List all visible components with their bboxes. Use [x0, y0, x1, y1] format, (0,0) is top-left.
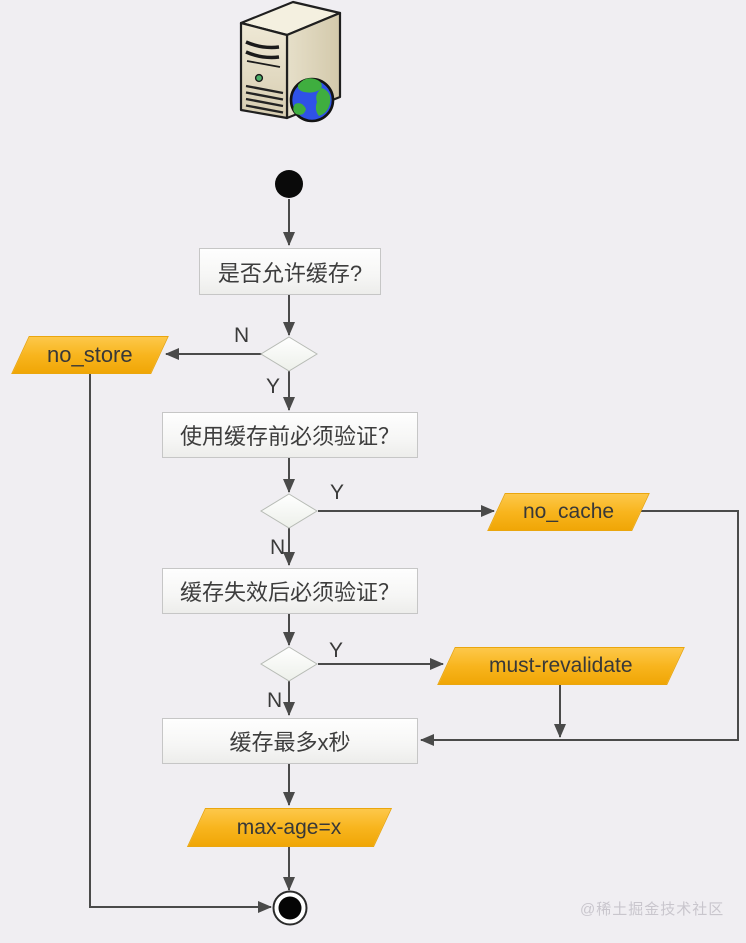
directive-label: no_store	[47, 342, 133, 367]
branch-label-validate-before-yes: Y	[330, 481, 345, 504]
directive-max-age: max-age=x	[186, 808, 393, 847]
decision-diamond-allow-cache	[260, 336, 318, 372]
directive-no-cache: no_cache	[487, 493, 650, 531]
question-label: 使用缓存前必须验证？	[179, 424, 400, 449]
decision-diamond-validate-after	[260, 646, 318, 682]
branch-label-allow-cache-no: N	[234, 324, 250, 347]
directive-label: max-age=x	[237, 815, 342, 839]
web-server-icon	[239, 0, 342, 123]
question-box-cache-max-seconds: 缓存最多x秒	[162, 718, 418, 764]
start-node	[275, 170, 303, 198]
question-box-validate-before-use: 使用缓存前必须验证？	[162, 412, 418, 458]
directive-no-store: no_store	[11, 336, 169, 374]
question-label: 缓存失效后必须验证？	[179, 580, 400, 605]
end-node	[272, 890, 308, 926]
directive-label: must-revalidate	[489, 654, 633, 677]
question-box-validate-after-expire: 缓存失效后必须验证？	[162, 568, 418, 614]
edge-no-store-to-end	[89, 374, 272, 913]
directive-label: no_cache	[522, 500, 615, 523]
directive-must-revalidate: must-revalidate	[437, 647, 685, 685]
branch-label-validate-after-yes: Y	[329, 639, 344, 662]
question-box-allow-cache: 是否允许缓存?	[199, 248, 381, 295]
watermark: @稀土掘金技术社区	[580, 901, 725, 918]
decision-diamond-validate-before	[260, 493, 318, 529]
question-label: 缓存最多x秒	[229, 730, 351, 755]
connector-lines	[89, 199, 739, 913]
globe-icon	[289, 77, 335, 123]
branch-label-validate-after-no: N	[267, 689, 283, 712]
edge-no-cache-to-q4	[420, 510, 739, 746]
branch-label-allow-cache-yes: Y	[266, 375, 281, 398]
server-led	[254, 73, 264, 83]
question-label: 是否允许缓存?	[217, 260, 363, 286]
branch-label-validate-before-no: N	[270, 536, 286, 559]
